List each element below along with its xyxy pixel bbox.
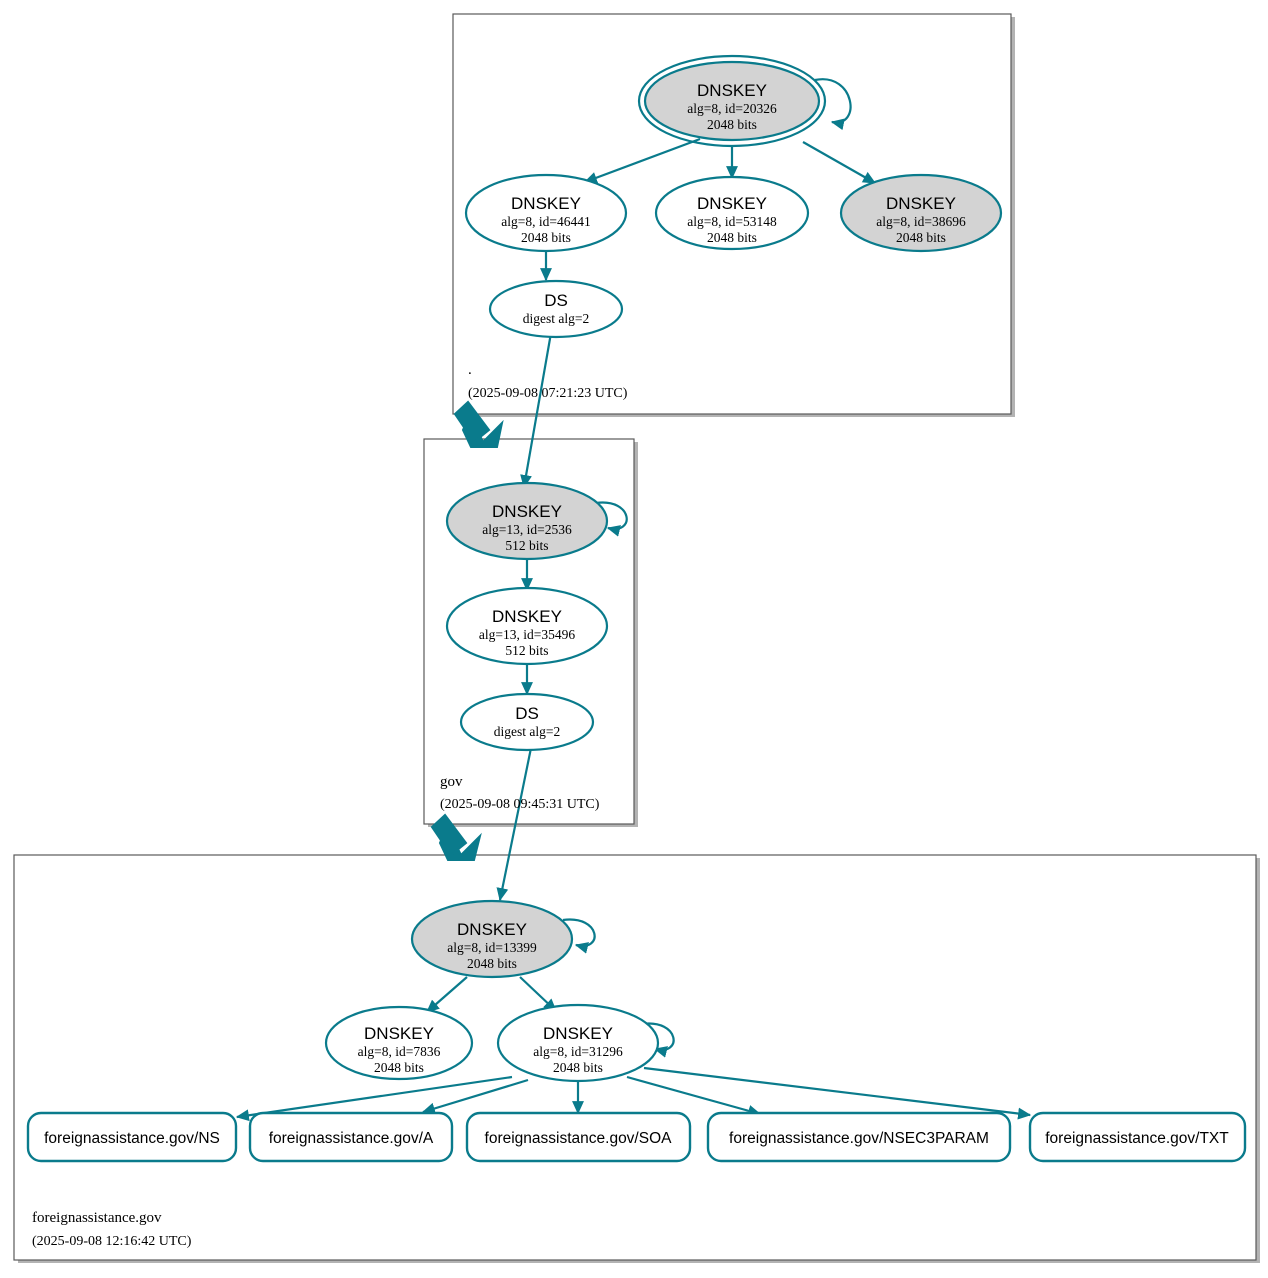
node-line2: digest alg=2 [494,724,560,739]
zone-label-foreignassistance: foreignassistance.gov (2025-09-08 12:16:… [32,1210,192,1249]
edge-gov-ds-to-fa-dnskey [496,747,533,902]
edge-fa-31296-to-ns [235,1075,513,1122]
node-line2: alg=8, id=31296 [533,1044,623,1059]
rrset-label: foreignassistance.gov/TXT [1045,1130,1229,1147]
node-line3: 2048 bits [896,230,946,245]
node-title: DS [515,704,539,723]
edge-root-ksk-self [814,78,852,131]
node-title: DNSKEY [886,194,956,213]
node-ds-gov-to-fa[interactable]: DS digest alg=2 [459,692,595,752]
node-line3: 512 bits [505,643,548,658]
node-line3: 2048 bits [707,117,757,132]
node-title: DNSKEY [492,607,562,626]
node-dnskey-38696[interactable]: DNSKEY alg=8, id=38696 2048 bits [839,173,1003,253]
node-dnskey-31296[interactable]: DNSKEY alg=8, id=31296 2048 bits [496,1003,660,1083]
node-line3: 2048 bits [553,1060,603,1075]
node-line2: alg=8, id=46441 [501,214,590,229]
edge-fa-zsk-self-31296 [641,1022,675,1058]
edge-fa-31296-to-a [421,1078,529,1115]
rrset-foreignassistance-gov-soa[interactable]: foreignassistance.gov/SOA [465,1111,692,1163]
node-line2: alg=8, id=38696 [876,214,966,229]
node-line2: alg=13, id=2536 [482,522,572,537]
zone-timestamp: (2025-09-08 07:21:23 UTC) [468,386,628,401]
node-title: DNSKEY [697,194,767,213]
edge-root-ds-to-gov-dnskey [520,332,553,489]
node-title: DNSKEY [457,920,527,939]
zone-name: . [468,362,472,378]
edge-fa-31296-to-txt [643,1066,1032,1120]
edge-fa-ksk-to-31296 [519,976,557,1012]
node-title: DS [544,291,568,310]
rrset-label: foreignassistance.gov/A [269,1130,434,1147]
node-title: DNSKEY [511,194,581,213]
edge-root-ksk-to-46441 [583,137,701,184]
node-line2: alg=8, id=7836 [358,1044,441,1059]
node-dnskey-13399[interactable]: DNSKEY alg=8, id=13399 2048 bits [410,899,574,979]
node-dnskey-2536[interactable]: DNSKEY alg=13, id=2536 512 bits [445,481,609,561]
rrset-label: foreignassistance.gov/SOA [485,1130,673,1147]
node-line3: 2048 bits [521,230,571,245]
node-line3: 2048 bits [374,1060,424,1075]
node-dnskey-7836[interactable]: DNSKEY alg=8, id=7836 2048 bits [324,1005,474,1081]
node-line2: alg=8, id=13399 [447,940,537,955]
edge-zone-root-to-gov [453,400,504,448]
zone-label-gov: gov (2025-09-08 09:45:31 UTC) [440,774,600,812]
node-line2: alg=8, id=20326 [687,101,777,116]
rrset-foreignassistance-gov-ns[interactable]: foreignassistance.gov/NS [26,1111,238,1163]
node-line3: 512 bits [505,538,548,553]
node-ds-root-to-gov[interactable]: DS digest alg=2 [488,279,624,339]
zone-timestamp: (2025-09-08 12:16:42 UTC) [32,1234,192,1249]
edge-fa-31296-to-nsec3param [626,1075,762,1117]
node-line2: digest alg=2 [523,311,589,326]
node-dnskey-53148[interactable]: DNSKEY alg=8, id=53148 2048 bits [654,175,810,251]
node-dnskey-35496[interactable]: DNSKEY alg=13, id=35496 512 bits [445,586,609,666]
rrset-foreignassistance-gov-txt[interactable]: foreignassistance.gov/TXT [1028,1111,1247,1163]
node-title: DNSKEY [492,502,562,521]
node-line2: alg=13, id=35496 [479,627,575,642]
rrset-label: foreignassistance.gov/NS [44,1130,220,1147]
edge-fa-ksk-to-7836 [426,976,468,1013]
zone-name: gov [440,774,463,790]
node-title: DNSKEY [364,1024,434,1043]
node-line3: 2048 bits [707,230,757,245]
node-dnskey-46441[interactable]: DNSKEY alg=8, id=46441 2048 bits [464,173,628,253]
rrset-label: foreignassistance.gov/NSEC3PARAM [729,1130,989,1147]
zone-timestamp: (2025-09-08 09:45:31 UTC) [440,797,600,812]
node-title: DNSKEY [697,81,767,100]
rrset-foreignassistance-gov-nsec3param[interactable]: foreignassistance.gov/NSEC3PARAM [706,1111,1012,1163]
node-line2: alg=8, id=53148 [687,214,777,229]
zone-name: foreignassistance.gov [32,1210,162,1226]
edge-gov-ksk-self [595,501,628,537]
zone-label-root: . (2025-09-08 07:21:23 UTC) [468,362,628,401]
node-title: DNSKEY [543,1024,613,1043]
edge-root-ksk-to-38696 [802,141,877,184]
rrset-foreignassistance-gov-a[interactable]: foreignassistance.gov/A [248,1111,454,1163]
edge-zone-gov-to-foreignassistance [430,813,482,861]
edge-fa-ksk-self [562,918,596,954]
node-line3: 2048 bits [467,956,517,971]
node-dnskey-20326[interactable]: DNSKEY alg=8, id=20326 2048 bits [637,54,827,148]
